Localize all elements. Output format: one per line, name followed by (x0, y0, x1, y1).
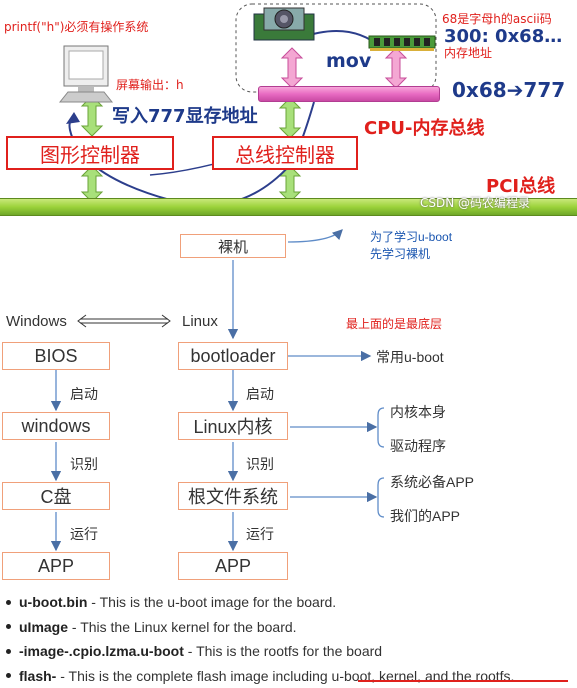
c-drive-box: C盘 (2, 482, 110, 510)
bare-metal-box: 裸机 (180, 234, 286, 258)
linux-label: Linux (182, 313, 218, 330)
file-desc: - This the Linux kernel for the board. (68, 619, 297, 635)
arrow-cpu-bus (282, 48, 302, 88)
watermark: CSDN @码农编程录 (420, 194, 530, 211)
write-vram-label: 写入777显存地址 (112, 102, 258, 128)
file-desc: - This is the u-boot image for the board… (87, 594, 336, 610)
cpu-memory-bus (258, 86, 440, 102)
top-diagram: printf("h")必须有操作系统 68是字母h的ascii码 300: 0x… (0, 0, 577, 218)
app-box-right: APP (178, 552, 288, 580)
bullet-icon (6, 600, 11, 605)
cpu-bus-label: CPU-内存总线 (364, 114, 485, 140)
bootloader-box: bootloader (178, 342, 288, 370)
file-list: u-boot.bin - This is the u-boot image fo… (4, 590, 514, 688)
screen-output: 屏幕输出：h (116, 76, 184, 93)
arrow-graphics-pci (82, 166, 102, 202)
graphics-controller: 图形控制器 (6, 136, 174, 170)
file-desc: - This is the rootfs for the board (184, 643, 382, 659)
arrow-busctrl-cpu (280, 98, 300, 138)
windows-box: windows (2, 412, 110, 440)
printf-note: printf("h")必须有操作系统 (4, 18, 148, 35)
app-box-left: APP (2, 552, 110, 580)
kernel-item-core: 内核本身 (390, 402, 446, 422)
underline-mark (358, 680, 568, 682)
file-name: uImage (19, 619, 68, 635)
left-step-boot: 启动 (70, 384, 98, 404)
store-value: 0x68➔777 (452, 78, 565, 102)
bullet-icon (6, 673, 11, 678)
cpu-icon (250, 6, 320, 46)
file-name: flash- (19, 668, 56, 684)
mem-addr-label: 内存地址 (444, 44, 492, 61)
bullet-icon (6, 649, 11, 654)
file-name: -image-.cpio.lzma.u-boot (19, 643, 184, 659)
bottom-layer-note: 最上面的是最底层 (346, 315, 442, 332)
list-item: u-boot.bin - This is the u-boot image fo… (4, 590, 514, 615)
list-item: uImage - This the Linux kernel for the b… (4, 615, 514, 640)
list-item: -image-.cpio.lzma.u-boot - This is the r… (4, 639, 514, 664)
rootfs-item-our-app: 我们的APP (390, 506, 460, 526)
bios-box: BIOS (2, 342, 110, 370)
memory-stick-icon (368, 34, 438, 52)
file-name: u-boot.bin (19, 594, 87, 610)
common-uboot-label: 常用u-boot (376, 347, 444, 367)
right-step-identify: 识别 (246, 454, 274, 474)
right-step-boot: 启动 (246, 384, 274, 404)
monitor-icon (54, 44, 120, 104)
bullet-icon (6, 624, 11, 629)
mov-label: mov (326, 50, 371, 72)
left-step-run: 运行 (70, 524, 98, 544)
windows-label: Windows (6, 313, 67, 330)
rootfs-item-system-app: 系统必备APP (390, 472, 474, 492)
linux-kernel-box: Linux内核 (178, 412, 288, 440)
ascii-note: 68是字母h的ascii码 (442, 10, 552, 27)
uboot-note-2: 先学习裸机 (370, 245, 430, 262)
bus-controller: 总线控制器 (212, 136, 358, 170)
left-step-identify: 识别 (70, 454, 98, 474)
right-step-run: 运行 (246, 524, 274, 544)
uboot-note-1: 为了学习u-boot (370, 228, 452, 245)
kernel-item-drivers: 驱动程序 (390, 436, 446, 456)
arrow-mem-bus (386, 48, 406, 88)
rootfs-box: 根文件系统 (178, 482, 288, 510)
list-item: flash- - This is the complete flash imag… (4, 664, 514, 688)
